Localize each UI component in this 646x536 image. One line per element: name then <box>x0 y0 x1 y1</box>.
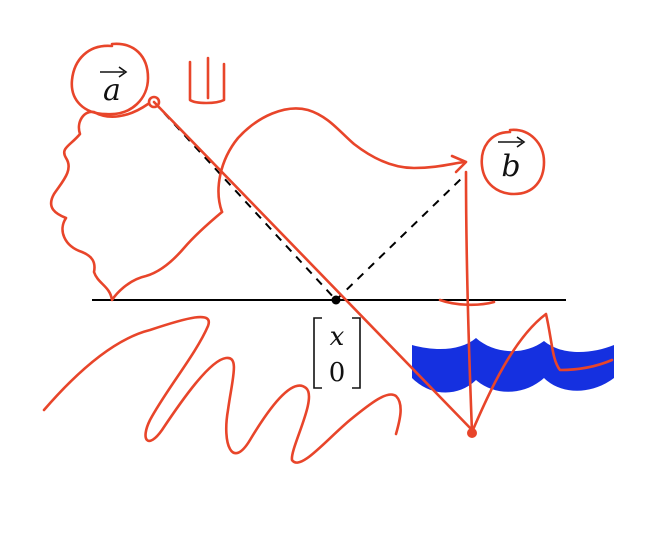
point-a-ring <box>147 95 161 109</box>
coord-x: x <box>330 322 345 352</box>
zigzag-squiggle <box>42 315 402 464</box>
vertical-line-b <box>464 170 474 434</box>
refraction-line <box>152 100 476 434</box>
dashed-line-b <box>335 175 465 301</box>
red-ink-strokes <box>42 42 614 464</box>
circle-around-a <box>70 42 150 116</box>
coord-zero: 0 <box>329 358 346 388</box>
point-bottom-dot <box>467 428 477 438</box>
vector-b-label: b <box>498 136 526 184</box>
svg-text:b: b <box>501 149 520 184</box>
hill-arc <box>217 107 466 214</box>
circle-around-b <box>480 128 546 196</box>
rising-line <box>470 312 614 434</box>
water-waves <box>412 338 614 393</box>
vector-a-label: a <box>100 66 128 108</box>
point-coordinate-label: x 0 <box>313 317 361 389</box>
u-glyph <box>188 56 226 105</box>
arrow-tip-b <box>450 154 468 174</box>
left-landmass-shape <box>49 102 224 302</box>
horizon-tick <box>438 298 496 307</box>
svg-text:a: a <box>103 73 121 108</box>
point-x0 <box>331 295 341 305</box>
